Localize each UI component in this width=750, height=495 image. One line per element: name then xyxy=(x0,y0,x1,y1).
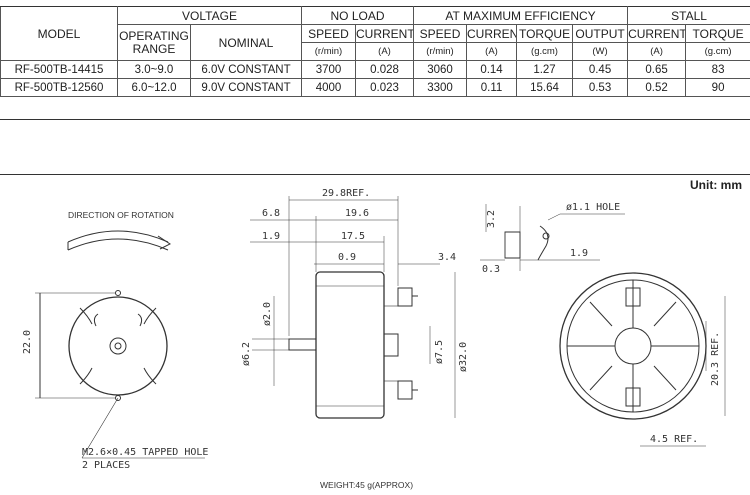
cell-model: RF-500TB-12560 xyxy=(0,78,118,97)
dim-d7-5: ø7.5 xyxy=(434,340,445,364)
spec-table: MODEL VOLTAGE NO LOAD AT MAXIMUM EFFICIE… xyxy=(0,6,750,97)
side-view xyxy=(250,196,456,419)
cell-st-current: 0.65 xyxy=(627,60,687,79)
header-me-output: OUTPUT xyxy=(572,24,629,43)
unit-nl-speed: (r/min) xyxy=(301,42,356,61)
header-no-load: NO LOAD xyxy=(300,6,415,25)
rear-view xyxy=(559,272,726,447)
dim-4-5: 4.5 REF. xyxy=(650,434,698,445)
cell-nominal: 6.0V CONSTANT xyxy=(190,60,302,79)
dim-0-9: 0.9 xyxy=(338,252,356,263)
cell-nl-current: 0.023 xyxy=(354,78,415,97)
dim-3-2: 3.2 xyxy=(486,210,497,228)
table-row: RF-500TB-12560 6.0~12.0 9.0V CONSTANT 40… xyxy=(0,78,750,97)
cell-me-speed: 3060 xyxy=(413,60,468,79)
dim-d32: ø32.0 xyxy=(458,342,469,372)
unit-me-speed: (r/min) xyxy=(413,42,468,61)
terminal-detail xyxy=(480,204,625,271)
cell-range: 3.0~9.0 xyxy=(117,60,191,79)
cell-nl-speed: 4000 xyxy=(301,78,356,97)
unit-me-current: (A) xyxy=(466,42,518,61)
header-me-torque: TORQUE xyxy=(516,24,574,43)
header-st-current: CURRENT xyxy=(627,24,687,43)
cell-me-output: 0.53 xyxy=(572,78,629,97)
header-max-efficiency: AT MAXIMUM EFFICIENCY xyxy=(413,6,629,25)
unit-me-torque: (g.cm) xyxy=(516,42,574,61)
header-st-torque: TORQUE xyxy=(685,24,750,43)
cell-me-torque: 1.27 xyxy=(516,60,574,79)
unit-st-current: (A) xyxy=(627,42,687,61)
cell-st-torque: 83 xyxy=(685,60,750,79)
dim-1-9: 1.9 xyxy=(262,231,280,242)
cell-st-current: 0.52 xyxy=(627,78,687,97)
cell-nominal: 9.0V CONSTANT xyxy=(190,78,302,97)
header-model: MODEL xyxy=(0,6,118,61)
dim-0-3: 0.3 xyxy=(482,264,500,275)
tapped-hole-places: 2 PLACES xyxy=(82,460,130,471)
header-stall: STALL xyxy=(627,6,750,25)
dim-22: 22.0 xyxy=(22,330,33,354)
motor-drawing: DIRECTION OF ROTATION 22.0 M2.6×0.45 TAP… xyxy=(22,188,726,471)
header-voltage: VOLTAGE xyxy=(117,6,302,25)
cell-nl-speed: 3700 xyxy=(301,60,356,79)
cell-nl-current: 0.028 xyxy=(354,60,415,79)
header-nl-current: CURRENT xyxy=(354,24,415,43)
dim-1-9b: 1.9 xyxy=(570,248,588,259)
table-bottom-rule xyxy=(0,119,750,120)
unit-st-torque: (g.cm) xyxy=(685,42,750,61)
unit-nl-current: (A) xyxy=(354,42,415,61)
dim-d6-2: ø6.2 xyxy=(241,342,252,366)
cell-me-output: 0.45 xyxy=(572,60,629,79)
cell-me-speed: 3300 xyxy=(413,78,468,97)
header-me-current: CURRENT xyxy=(466,24,518,43)
dim-3-4: 3.4 xyxy=(438,252,456,263)
cell-me-current: 0.14 xyxy=(466,60,518,79)
cell-model: RF-500TB-14415 xyxy=(0,60,118,79)
header-nl-speed: SPEED xyxy=(301,24,356,43)
cell-me-current: 0.11 xyxy=(466,78,518,97)
table-row: RF-500TB-14415 3.0~9.0 6.0V CONSTANT 370… xyxy=(0,60,750,79)
dim-20-3: 20.3 REF. xyxy=(710,332,721,386)
unit-me-output: (W) xyxy=(572,42,629,61)
dim-6-8: 6.8 xyxy=(262,208,280,219)
header-me-speed: SPEED xyxy=(413,24,468,43)
unit-label: Unit: mm xyxy=(690,178,742,192)
front-view xyxy=(35,230,205,459)
dim-d2: ø2.0 xyxy=(262,302,273,326)
dim-d1-1: ø1.1 HOLE xyxy=(566,202,620,213)
direction-label: DIRECTION OF ROTATION xyxy=(68,210,174,220)
drawing-top-rule xyxy=(0,174,750,175)
tapped-hole-label: M2.6×0.45 TAPPED HOLE xyxy=(82,447,208,458)
dim-29-8: 29.8REF. xyxy=(322,188,370,199)
dim-17-5: 17.5 xyxy=(341,231,365,242)
header-nominal: NOMINAL xyxy=(190,24,302,61)
cell-st-torque: 90 xyxy=(685,78,750,97)
dim-19-6: 19.6 xyxy=(345,208,369,219)
cell-range: 6.0~12.0 xyxy=(117,78,191,97)
cell-me-torque: 15.64 xyxy=(516,78,574,97)
header-operating-range: OPERATING RANGE xyxy=(117,24,191,61)
weight-label: WEIGHT:45 g(APPROX) xyxy=(320,480,414,490)
